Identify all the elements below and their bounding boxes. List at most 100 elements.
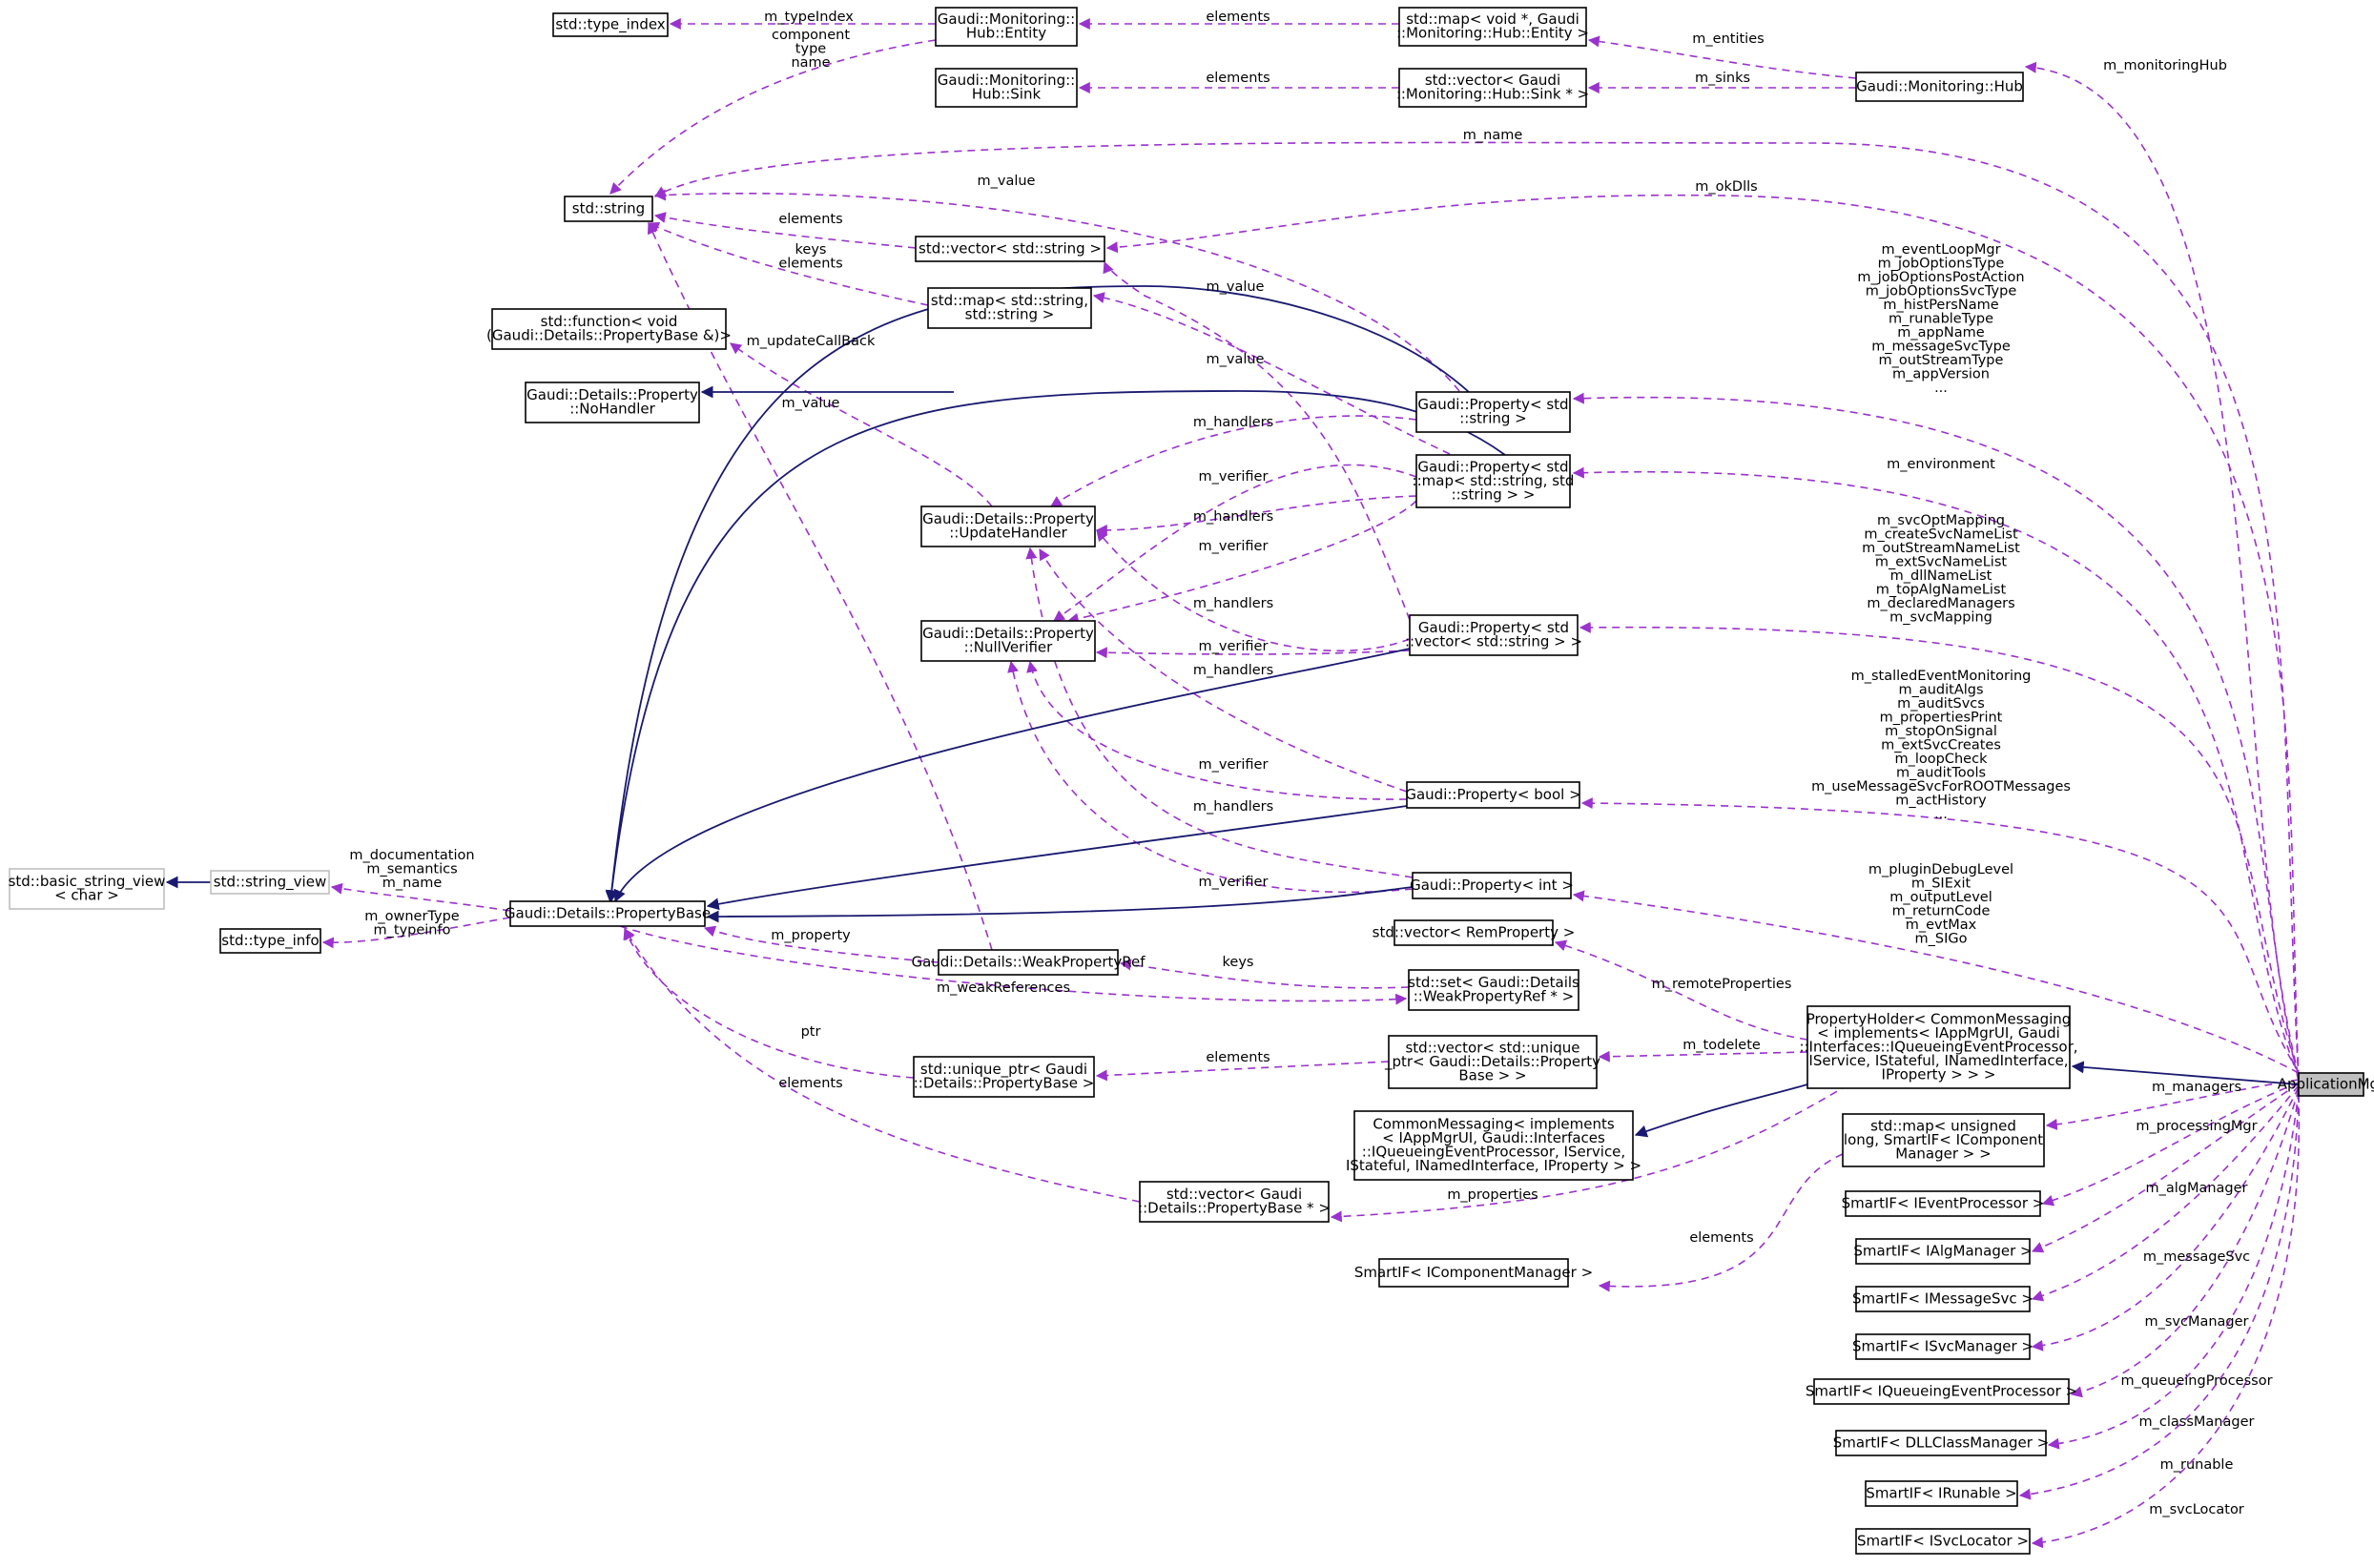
- class-node-nohandler[interactable]: Gaudi::Details::Property::NoHandler: [525, 382, 700, 423]
- class-node-propholder[interactable]: PropertyHolder< CommonMessaging< impleme…: [1799, 1005, 2078, 1089]
- edge-label-line: m_auditSvcs: [1897, 696, 1985, 712]
- class-node-string-view[interactable]: std::string_view: [210, 870, 330, 895]
- edge-label-line: m_useMessageSvcForROOTMessages: [1811, 779, 2071, 794]
- edge-label-line: m_weakReferences: [937, 980, 1070, 996]
- edge-label-m-svcLocator: m_svcLocator: [2149, 1502, 2244, 1517]
- class-node-mon-hub[interactable]: Gaudi::Monitoring::Hub: [1855, 72, 2024, 102]
- edge-label-line: m_actHistory: [1895, 794, 1987, 809]
- class-node-string[interactable]: std::string: [564, 196, 653, 222]
- node-label-line: ::NoHandler: [569, 401, 655, 418]
- node-label-line: std::string_view: [214, 873, 326, 891]
- class-node-set-weakref[interactable]: std::set< Gaudi::Details::WeakPropertyRe…: [1408, 969, 1579, 1011]
- class-node-sif-svcmgr[interactable]: SmartIF< ISvcManager >: [1852, 1333, 2033, 1360]
- usage-edge-23: [1096, 529, 1411, 652]
- edge-label-line: m_histPersName: [1883, 298, 1998, 313]
- node-label-line: IService, IStateful, INamedInterface,: [1808, 1052, 2068, 1069]
- node-label-line: Gaudi::Property< std: [1417, 458, 1568, 475]
- node-box: [1398, 7, 1587, 47]
- edge-label-line: elements: [1206, 1050, 1270, 1065]
- node-label-line: Gaudi::Property< bool >: [1405, 786, 1580, 803]
- class-node-type-info[interactable]: std::type_info: [219, 928, 321, 954]
- class-node-unique-ptr[interactable]: std::unique_ptr< Gaudi::Details::Propert…: [913, 1056, 1095, 1098]
- class-node-sif-runable[interactable]: SmartIF< IRunable >: [1865, 1480, 2018, 1507]
- class-node-sif-compmgr[interactable]: SmartIF< IComponentManager >: [1354, 1258, 1593, 1288]
- node-label: SmartIF< ISvcManager >: [1852, 1337, 2033, 1354]
- edge-label-m-verifier-3: m_verifier: [1199, 639, 1269, 654]
- class-node-function[interactable]: std::function< void(Gaudi::Details::Prop…: [486, 308, 732, 350]
- node-label-line: Gaudi::Property< std: [1418, 619, 1569, 636]
- class-node-updatehandler[interactable]: Gaudi::Details::Property::UpdateHandler: [920, 505, 1096, 547]
- class-node-sif-algmgr[interactable]: SmartIF< IAlgManager >: [1853, 1238, 2033, 1265]
- edge-label-line: m_svcLocator: [2149, 1502, 2244, 1517]
- usage-edge-33: [703, 925, 939, 963]
- edge-label-line: m_stalledEventMonitoring: [1851, 669, 2032, 684]
- edge-label-line: m_value: [782, 396, 840, 411]
- node-label-line: CommonMessaging< implements: [1373, 1116, 1615, 1133]
- class-node-propertybase[interactable]: Gaudi::Details::PropertyBase: [505, 900, 711, 927]
- edge-label-line: m_verifier: [1199, 469, 1269, 485]
- class-node-sif-svcloc[interactable]: SmartIF< ISvcLocator >: [1855, 1528, 2031, 1555]
- edge-label-line: m_classManager: [2139, 1414, 2255, 1430]
- class-node-sif-queue[interactable]: SmartIF< IQueueingEventProcessor >: [1806, 1378, 2077, 1405]
- class-node-sif-dll[interactable]: SmartIF< DLLClassManager >: [1833, 1430, 2050, 1456]
- node-label-line: SmartIF< IEventProcessor >: [1842, 1194, 2045, 1211]
- class-node-vec-remprop[interactable]: std::vector< RemProperty >: [1373, 919, 1576, 946]
- class-node-map-string[interactable]: std::map< std::string,std::string >: [927, 287, 1092, 329]
- class-node-vec-pbptr[interactable]: std::vector< Gaudi::Details::PropertyBas…: [1138, 1181, 1331, 1223]
- edge-label-m-algManager: m_algManager: [2145, 1181, 2247, 1196]
- edges-layer: [165, 18, 2301, 1549]
- node-label: std::string_view: [214, 873, 326, 891]
- class-node-vec-sink[interactable]: std::vector< Gaudi::Monitoring::Hub::Sin…: [1396, 68, 1589, 108]
- class-node-sif-msgsvc[interactable]: SmartIF< IMessageSvc >: [1852, 1286, 2033, 1312]
- node-box: [1845, 1190, 2041, 1217]
- node-label: Gaudi::Property< std::vector< std::strin…: [1405, 619, 1582, 650]
- edge-label-line: m_svcOptMapping: [1877, 513, 2005, 528]
- class-node-prop-bool[interactable]: Gaudi::Property< bool >: [1405, 781, 1581, 809]
- edge-label-m-properties: m_properties: [1447, 1187, 1538, 1203]
- class-node-commonmsg[interactable]: CommonMessaging< implements< IAppMgrUI, …: [1346, 1110, 1641, 1181]
- edge-label-m-remoteProperties: m_remoteProperties: [1652, 977, 1792, 992]
- edge-label-line: m_declaredManagers: [1867, 596, 2014, 611]
- node-label: Gaudi::Property< int >: [1410, 877, 1574, 894]
- class-node-appmgr[interactable]: ApplicationMgr: [2278, 1072, 2374, 1097]
- class-node-prop-vec[interactable]: Gaudi::Property< std::vector< std::strin…: [1405, 614, 1582, 656]
- node-label: Gaudi::Details::WeakPropertyRef: [911, 953, 1146, 970]
- node-box: [525, 382, 700, 423]
- class-node-mon-sink[interactable]: Gaudi::Monitoring::Hub::Sink: [935, 68, 1078, 108]
- usage-edge-51: [2031, 1094, 2301, 1549]
- edge-label-line: m_jobOptionsPostAction: [1857, 270, 2024, 285]
- node-label-line: PropertyHolder< CommonMessaging: [1806, 1010, 2072, 1027]
- class-node-vec-string[interactable]: std::vector< std::string >: [915, 236, 1105, 262]
- edge-label-line: component: [772, 28, 850, 43]
- class-node-weakref[interactable]: Gaudi::Details::WeakPropertyRef: [911, 949, 1146, 976]
- class-node-nullverifier[interactable]: Gaudi::Details::Property::NullVerifier: [920, 620, 1096, 662]
- node-label-line: std::function< void: [541, 313, 678, 330]
- node-label: std::vector< Gaudi::Monitoring::Hub::Sin…: [1396, 72, 1589, 103]
- node-label-line: SmartIF< IRunable >: [1866, 1484, 2016, 1501]
- class-node-vec-unique[interactable]: std::vector< std::unique_ptr< Gaudi::Det…: [1384, 1035, 1600, 1089]
- node-label: CommonMessaging< implements< IAppMgrUI, …: [1346, 1116, 1641, 1175]
- edge-label-line: m_SIGo: [1915, 932, 1968, 947]
- node-label-line: SmartIF< IQueueingEventProcessor >: [1806, 1382, 2077, 1399]
- node-label: std::vector< std::string >: [919, 239, 1102, 257]
- node-label-line: ::map< std::string, std: [1413, 472, 1575, 489]
- usage-edge-34: [1119, 959, 1410, 989]
- class-node-mon-entity[interactable]: Gaudi::Monitoring::Hub::Entity: [935, 7, 1078, 47]
- class-node-sif-evtproc[interactable]: SmartIF< IEventProcessor >: [1842, 1190, 2045, 1217]
- edge-label-line: m_extSvcCreates: [1881, 738, 2001, 753]
- node-label-line: Gaudi::Details::Property: [922, 510, 1094, 527]
- class-node-prop-string[interactable]: Gaudi::Property< std::string >: [1415, 391, 1571, 433]
- node-label-line: std::vector< std::unique: [1405, 1039, 1579, 1056]
- class-node-prop-map[interactable]: Gaudi::Property< std::map< std::string, …: [1413, 454, 1575, 508]
- class-node-prop-int[interactable]: Gaudi::Property< int >: [1410, 872, 1574, 899]
- class-node-type-index[interactable]: std::type_index: [552, 12, 669, 37]
- node-label-line: Gaudi::Details::Property: [922, 625, 1094, 642]
- usage-edge-44: [2031, 1083, 2300, 1253]
- class-node-basic-string-view[interactable]: std::basic_string_view< char >: [9, 868, 166, 910]
- class-node-map-entity[interactable]: std::map< void *, Gaudi::Monitoring::Hub…: [1396, 7, 1589, 47]
- edge-label-line: elements: [1206, 10, 1270, 25]
- node-label: Gaudi::Monitoring::Hub::Sink: [938, 72, 1075, 103]
- node-box: [509, 900, 706, 927]
